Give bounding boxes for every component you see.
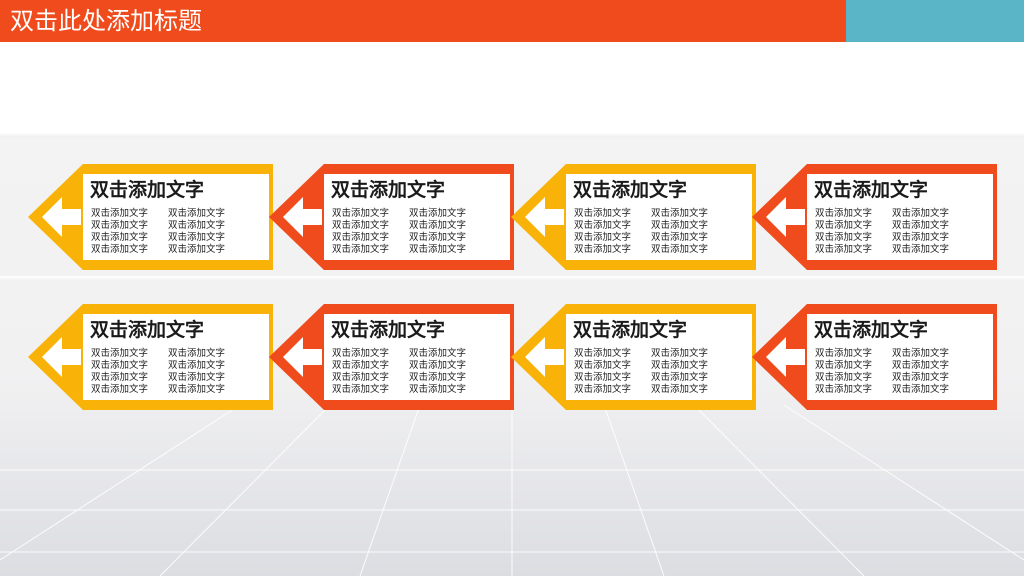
card-text-column[interactable]: 双击添加文字双击添加文字双击添加文字双击添加文字 bbox=[815, 208, 873, 255]
left-arrow-icon bbox=[42, 197, 81, 237]
card-text-column[interactable]: 双击添加文字双击添加文字双击添加文字双击添加文字 bbox=[815, 348, 873, 395]
card-heading[interactable]: 双击添加文字 bbox=[90, 319, 205, 341]
left-arrow-icon bbox=[525, 337, 564, 377]
left-arrow-icon bbox=[766, 197, 805, 237]
card-text-box bbox=[807, 314, 993, 400]
text-card[interactable]: 双击添加文字 双击添加文字双击添加文字双击添加文字双击添加文字 双击添加文字双击… bbox=[269, 164, 514, 270]
card-text-box bbox=[324, 314, 510, 400]
card-heading[interactable]: 双击添加文字 bbox=[90, 179, 205, 201]
left-arrow-icon bbox=[283, 337, 322, 377]
text-card[interactable]: 双击添加文字 双击添加文字双击添加文字双击添加文字双击添加文字 双击添加文字双击… bbox=[752, 164, 997, 270]
text-card[interactable]: 双击添加文字 双击添加文字双击添加文字双击添加文字双击添加文字 双击添加文字双击… bbox=[511, 164, 756, 270]
left-arrow-icon bbox=[766, 337, 805, 377]
card-heading[interactable]: 双击添加文字 bbox=[814, 319, 929, 341]
card-text-column[interactable]: 双击添加文字双击添加文字双击添加文字双击添加文字 bbox=[91, 348, 149, 395]
divider-band bbox=[0, 132, 1024, 138]
divider-band bbox=[0, 276, 1024, 282]
card-text-column[interactable]: 双击添加文字双击添加文字双击添加文字双击添加文字 bbox=[651, 348, 709, 395]
card-heading[interactable]: 双击添加文字 bbox=[814, 179, 929, 201]
title-bar bbox=[0, 0, 846, 42]
card-text-box bbox=[324, 174, 510, 260]
card-text-column[interactable]: 双击添加文字双击添加文字双击添加文字双击添加文字 bbox=[332, 208, 390, 255]
card-text-column[interactable]: 双击添加文字双击添加文字双击添加文字双击添加文字 bbox=[332, 348, 390, 395]
card-text-column[interactable]: 双击添加文字双击添加文字双击添加文字双击添加文字 bbox=[168, 348, 226, 395]
card-text-box bbox=[566, 314, 752, 400]
card-text-box bbox=[83, 314, 269, 400]
card-heading[interactable]: 双击添加文字 bbox=[573, 319, 688, 341]
text-card[interactable]: 双击添加文字 双击添加文字双击添加文字双击添加文字双击添加文字 双击添加文字双击… bbox=[269, 304, 514, 410]
text-card[interactable]: 双击添加文字 双击添加文字双击添加文字双击添加文字双击添加文字 双击添加文字双击… bbox=[511, 304, 756, 410]
card-heading[interactable]: 双击添加文字 bbox=[331, 179, 446, 201]
card-text-column[interactable]: 双击添加文字双击添加文字双击添加文字双击添加文字 bbox=[91, 208, 149, 255]
card-text-box bbox=[807, 174, 993, 260]
text-card[interactable]: 双击添加文字 双击添加文字双击添加文字双击添加文字双击添加文字 双击添加文字双击… bbox=[28, 164, 273, 270]
card-text-column[interactable]: 双击添加文字双击添加文字双击添加文字双击添加文字 bbox=[651, 208, 709, 255]
text-card[interactable]: 双击添加文字 双击添加文字双击添加文字双击添加文字双击添加文字 双击添加文字双击… bbox=[28, 304, 273, 410]
left-arrow-icon bbox=[525, 197, 564, 237]
card-text-column[interactable]: 双击添加文字双击添加文字双击添加文字双击添加文字 bbox=[892, 208, 950, 255]
text-card[interactable]: 双击添加文字 双击添加文字双击添加文字双击添加文字双击添加文字 双击添加文字双击… bbox=[752, 304, 997, 410]
card-text-column[interactable]: 双击添加文字双击添加文字双击添加文字双击添加文字 bbox=[574, 208, 632, 255]
card-text-column[interactable]: 双击添加文字双击添加文字双击添加文字双击添加文字 bbox=[574, 348, 632, 395]
card-text-column[interactable]: 双击添加文字双击添加文字双击添加文字双击添加文字 bbox=[892, 348, 950, 395]
card-text-column[interactable]: 双击添加文字双击添加文字双击添加文字双击添加文字 bbox=[409, 348, 467, 395]
title-bar-accent bbox=[846, 0, 1024, 42]
card-heading[interactable]: 双击添加文字 bbox=[331, 319, 446, 341]
slide-title[interactable]: 双击此处添加标题 bbox=[10, 7, 202, 35]
card-text-box bbox=[566, 174, 752, 260]
left-arrow-icon bbox=[283, 197, 322, 237]
card-heading[interactable]: 双击添加文字 bbox=[573, 179, 688, 201]
card-text-column[interactable]: 双击添加文字双击添加文字双击添加文字双击添加文字 bbox=[409, 208, 467, 255]
card-text-box bbox=[83, 174, 269, 260]
card-text-column[interactable]: 双击添加文字双击添加文字双击添加文字双击添加文字 bbox=[168, 208, 226, 255]
left-arrow-icon bbox=[42, 337, 81, 377]
